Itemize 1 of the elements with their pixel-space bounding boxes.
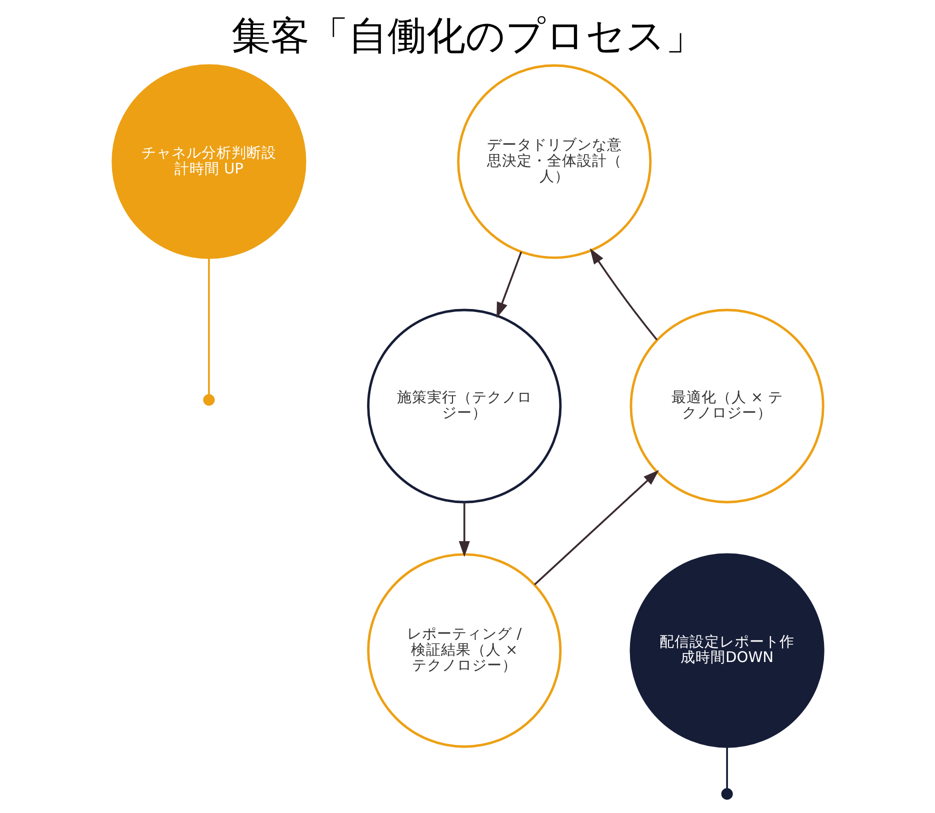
diagram-title: 集客「自働化のプロセス」 xyxy=(231,14,704,60)
